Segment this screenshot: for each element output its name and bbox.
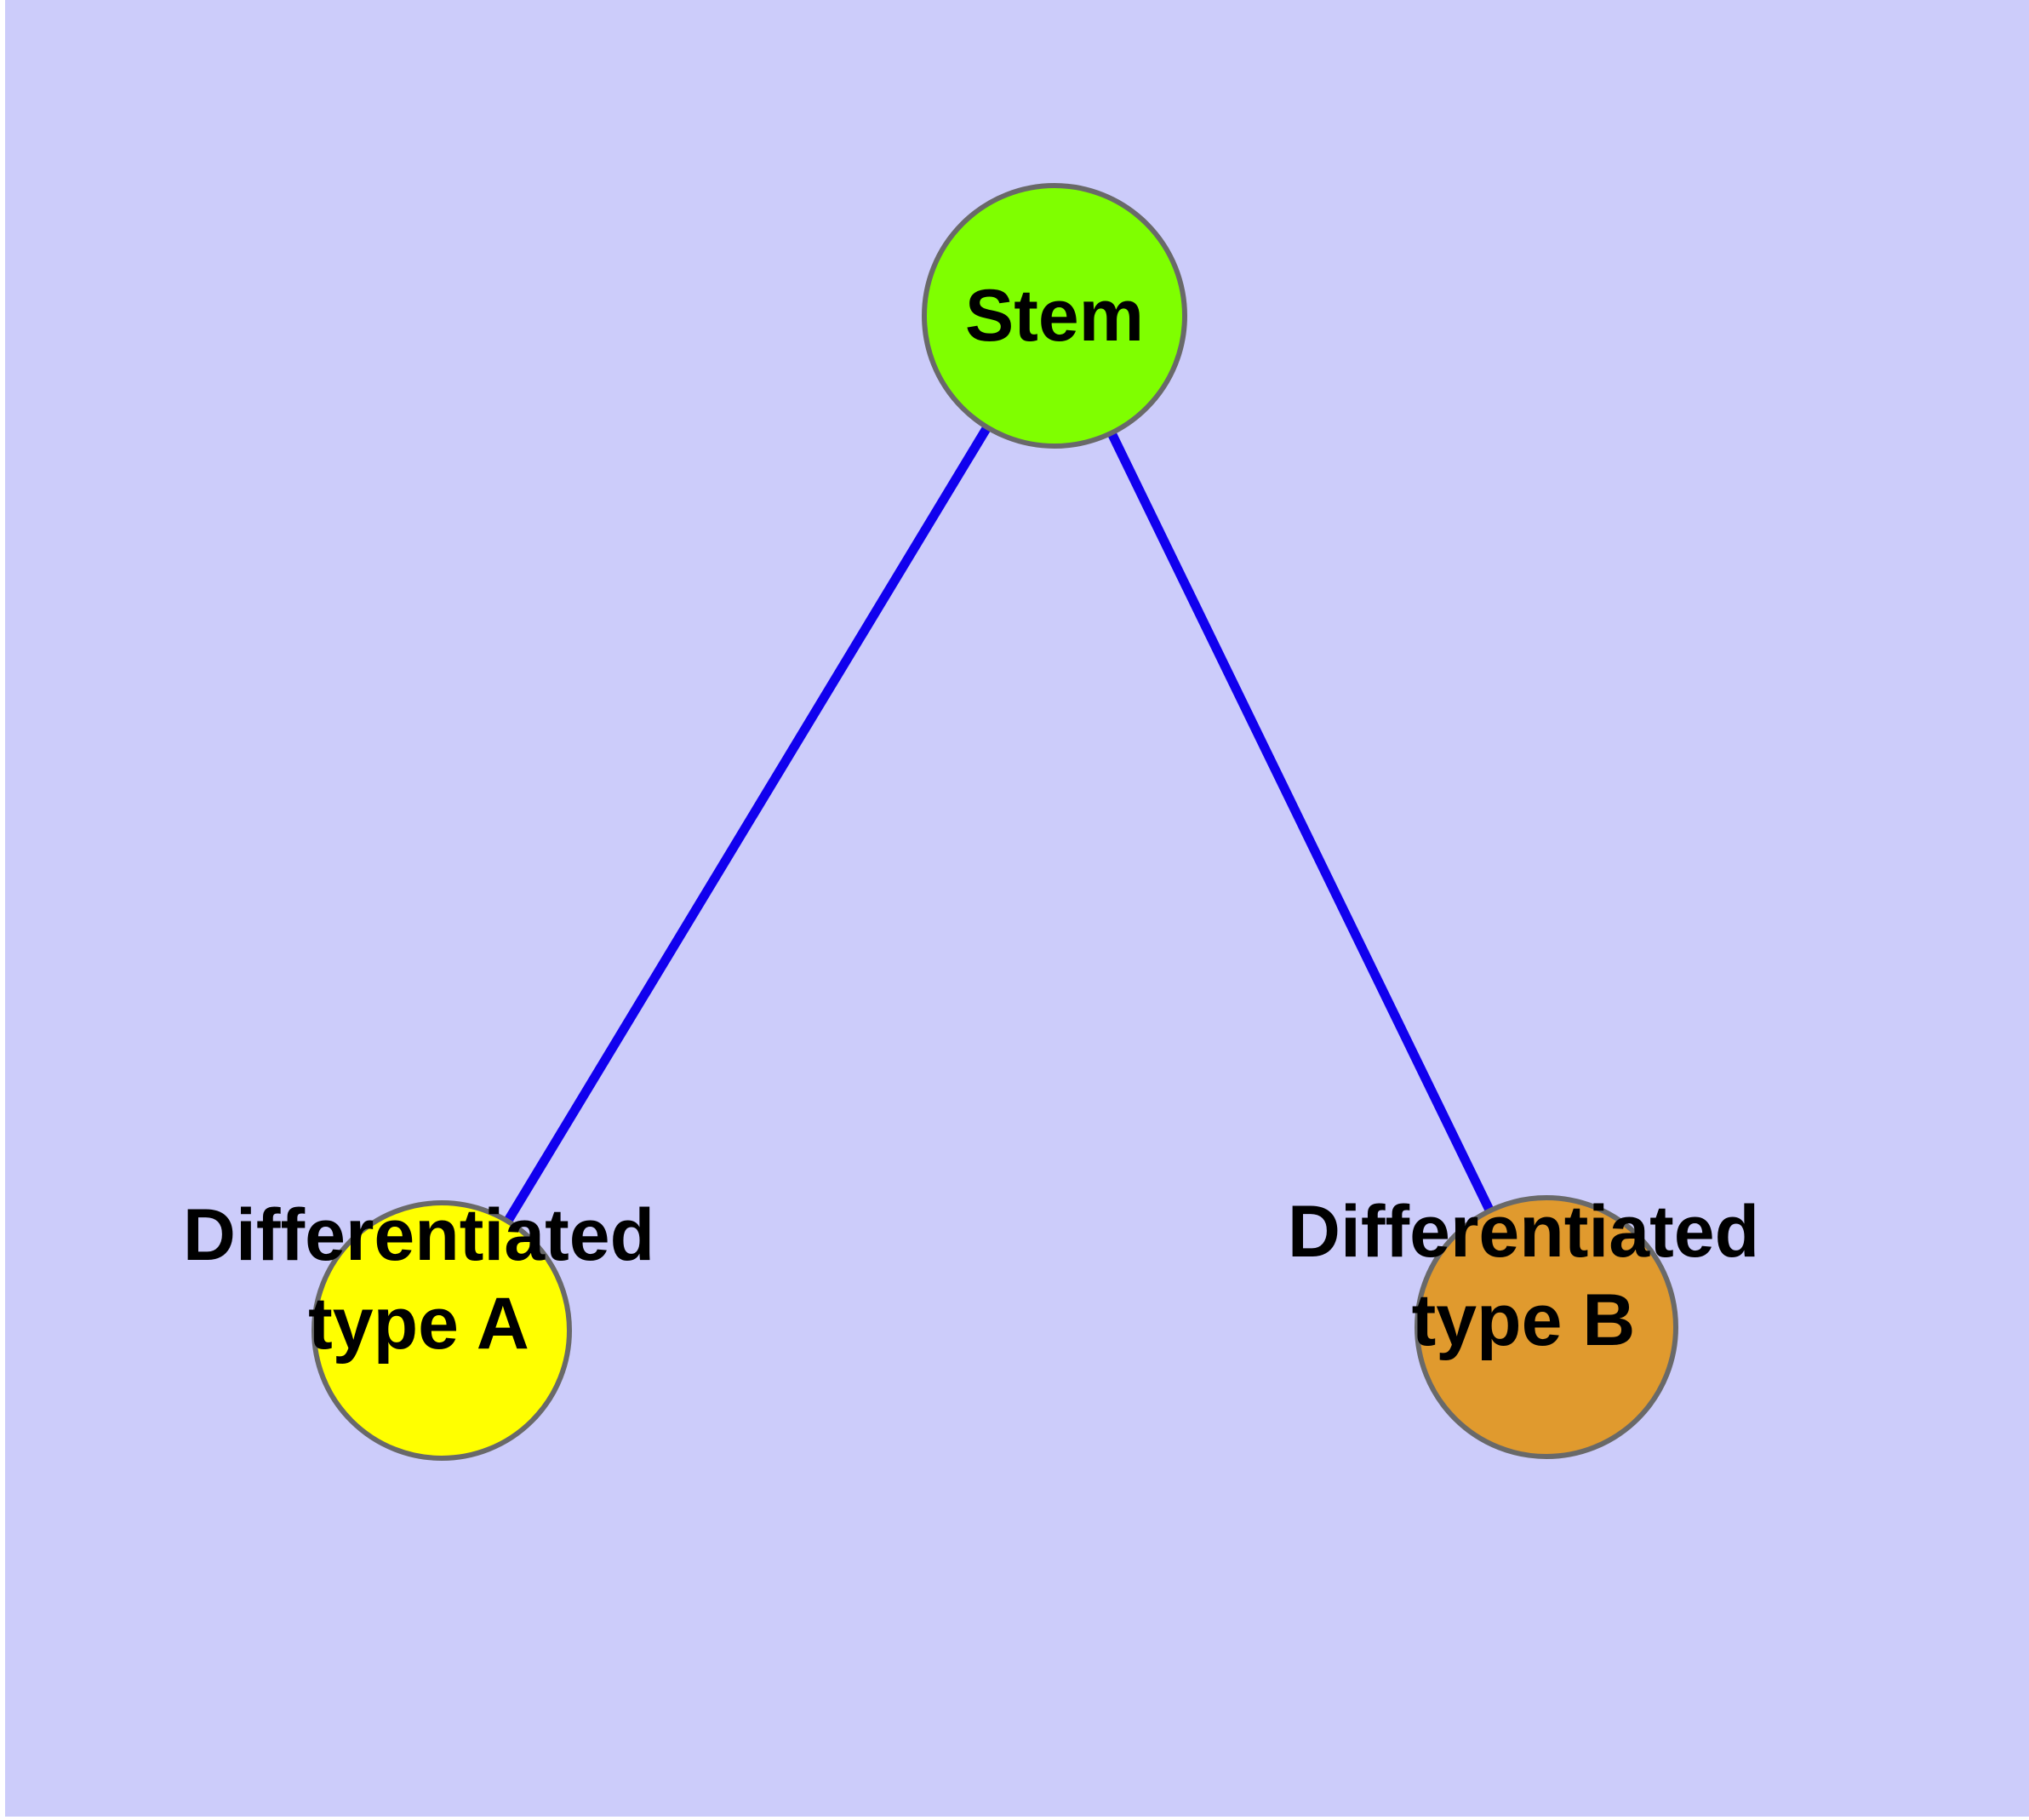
label-line: type A [308, 1283, 529, 1365]
nodes-layer [311, 183, 1678, 1461]
label-line: Differentiated [183, 1194, 654, 1276]
graph-node-label-stem: Stem [965, 275, 1144, 357]
graph-edge-stem-diff_b[interactable] [1106, 427, 1496, 1216]
label-line: Stem [965, 275, 1144, 357]
graph-node-stem[interactable] [922, 183, 1187, 449]
graph-node-diff_b[interactable] [1415, 1195, 1678, 1459]
graph-edge-stem-diff_a[interactable] [501, 421, 993, 1227]
graph-node-diff_a[interactable] [311, 1200, 572, 1461]
edges-layer [501, 421, 1496, 1227]
label-line: type B [1412, 1279, 1636, 1361]
label-line: Differentiated [1288, 1191, 1759, 1273]
